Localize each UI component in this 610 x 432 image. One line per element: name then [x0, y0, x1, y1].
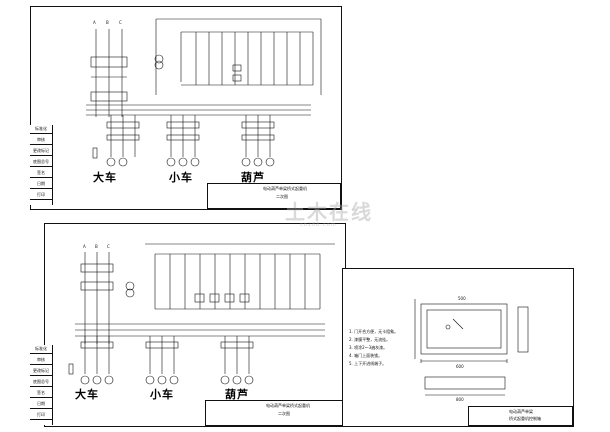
section-label-bridge: 大车	[75, 388, 99, 401]
side-cell: 标准化	[30, 125, 52, 134]
title-block-subtitle: 桥式起重机控制箱	[509, 416, 541, 421]
title-block-title: 电动葫芦单梁桥式起重机	[266, 403, 310, 408]
note-line: 4. 箱门上面装锁。	[349, 353, 383, 358]
watermark-sub: co188.com	[300, 222, 337, 228]
section-label-bridge: 大车	[93, 171, 117, 184]
title-block-subtitle: 二次图	[278, 411, 290, 416]
schematic-bottom	[68, 243, 335, 385]
title-block-bottom: 电动葫芦单梁桥式起重机 二次图	[205, 400, 345, 426]
drawing-sheet-right: 600 800 500 1. 门开合方便，无卡阻象。 2. 漆膜平整，无流挂。 …	[342, 268, 574, 427]
title-block-right: 电动葫芦单梁 桥式起重机控制箱	[468, 406, 573, 426]
title-block-title: 电动葫芦单梁桥式起重机	[263, 186, 307, 191]
note-line: 3. 喷涂2～3遍灰漆。	[349, 345, 388, 350]
side-cell: 签名	[30, 389, 52, 398]
section-label-hoist: 葫芦	[241, 171, 265, 184]
side-cell: 审核	[30, 356, 52, 365]
drawing-sheet-bottom: A B C 大车 小车 葫芦 电动葫芦单梁桥式起重机 二次图	[44, 223, 346, 427]
side-cell: 标准化	[30, 345, 52, 354]
dimension-width: 600	[456, 364, 464, 369]
dimension-height: 500	[458, 296, 466, 301]
section-label-hoist: 葫芦	[225, 388, 249, 401]
cabinet-drawing	[414, 299, 529, 396]
title-block-title: 电动葫芦单梁	[509, 409, 533, 414]
phase-label-b: B	[106, 20, 109, 25]
side-cell: 打印	[30, 411, 52, 420]
note-line: 2. 漆膜平整，无流挂。	[349, 337, 391, 342]
side-strip-top: 标准化 审核 更改标记 底图总号 签名 日期 打印	[30, 125, 53, 205]
drawing-sheet-top: A B C 大车 小车 葫芦 电动葫芦单梁桥式起重机 二次图	[30, 6, 342, 210]
side-cell: 更改标记	[30, 367, 52, 376]
side-cell: 审核	[30, 136, 52, 145]
side-strip-bottom: 标准化 审核 更改标记 底图总号 签名 日期 打印	[30, 345, 53, 425]
phase-label-a: A	[83, 244, 86, 249]
side-cell: 底图总号	[30, 378, 52, 387]
title-block-subtitle: 二次图	[276, 194, 288, 199]
side-cell: 日期	[30, 180, 52, 189]
side-cell: 签名	[30, 169, 52, 178]
note-line: 1. 门开合方便，无卡阻象。	[349, 329, 399, 334]
side-cell: 日期	[30, 400, 52, 409]
phase-label-c: C	[119, 20, 122, 25]
section-label-trolley: 小车	[150, 388, 174, 401]
phase-label-c: C	[107, 244, 110, 249]
section-label-trolley: 小车	[169, 171, 193, 184]
note-line: 5. 上下开进线端子。	[349, 361, 387, 366]
dimension-depth: 800	[456, 397, 464, 402]
phase-label-b: B	[95, 244, 98, 249]
title-block-top: 电动葫芦单梁桥式起重机 二次图	[207, 183, 341, 209]
schematic-top	[86, 18, 322, 167]
side-cell: 更改标记	[30, 147, 52, 156]
watermark-text: 土木在线	[285, 200, 373, 224]
side-cell: 底图总号	[30, 158, 52, 167]
phase-label-a: A	[93, 20, 96, 25]
side-cell: 打印	[30, 191, 52, 200]
